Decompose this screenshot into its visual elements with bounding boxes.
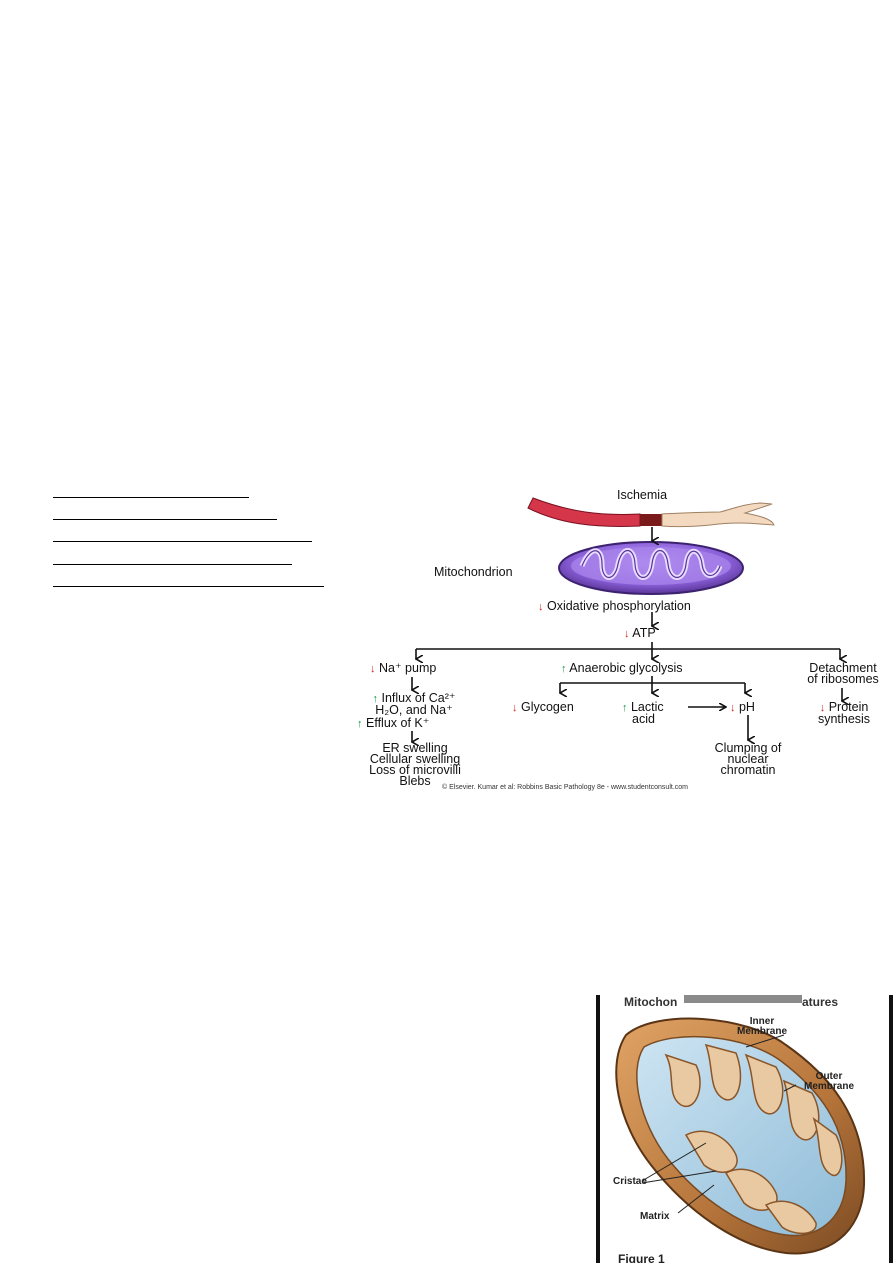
up-arrow-icon: ↑ [622,702,628,714]
label-er-line1: ER swelling [382,741,448,755]
figure-border-left [596,995,600,1263]
down-arrow-icon: ↓ [624,628,630,640]
label-clumping: Clumping of nuclear chromatin [690,741,806,777]
label-clump-line2: nuclear [727,752,769,766]
blood-vessel-image [527,497,775,528]
mitochondrion-cutaway-image [615,1017,866,1255]
down-arrow-icon: ↓ [512,702,518,714]
figure-caption: Figure 1 [618,1252,665,1263]
down-arrow-icon: ↓ [370,663,376,675]
label-er-swelling: ER swelling Cellular swelling Loss of mi… [345,741,485,788]
label-na-pump: ↓ Na⁺ pump [370,661,437,675]
label-er-line4: Blebs [399,774,431,788]
label-glycogen: ↓ Glycogen [512,700,574,714]
mitochondrion-structure-figure: Mitochon atures [596,995,893,1263]
label-influx: ↑ Influx of Ca²⁺ H₂O, and Na⁺ [354,691,474,717]
label-detachment-line1: Detachment [809,661,877,675]
label-efflux-text: Efflux of K⁺ [365,716,430,730]
up-arrow-icon: ↑ [357,718,363,730]
label-lactic-line2: acid [632,712,655,726]
copyright-caption: © Elsevier. Kumar et al: Robbins Basic P… [442,784,688,791]
label-influx-text: Influx of Ca²⁺ [381,691,456,705]
label-protein-text: Protein [828,700,869,714]
label-atp: ↓ ATP [624,626,656,640]
label-anaerobic-glycolysis: ↑ Anaerobic glycolysis [561,661,683,675]
label-clump-line3: chromatin [720,763,776,777]
label-matrix: Matrix [640,1211,670,1222]
label-outer-membrane: Outer Membrane [804,1072,854,1092]
blank-line-3 [53,541,312,542]
figure-title-overlay-bar [684,995,802,1003]
blank-line-4 [53,564,292,565]
label-cristae: Cristae [613,1176,647,1187]
label-clump-line1: Clumping of [714,741,782,755]
label-detachment: Detachment of ribosomes [792,661,893,686]
label-oxidative-text: Oxidative phosphorylation [546,599,691,613]
label-oxidative-phosphorylation: ↓ Oxidative phosphorylation [538,599,691,613]
down-arrow-icon: ↓ [730,702,736,714]
figure-border-right [889,995,893,1263]
label-er-line3: Loss of microvilli [369,763,461,777]
ischemia-flowchart: Ischemia Mitochondrion ↓ Oxidative phosp… [340,486,893,796]
blank-line-1 [53,497,249,498]
label-efflux: ↑ Efflux of K⁺ [357,716,430,730]
label-inner-line2: Membrane [737,1026,788,1037]
down-arrow-icon: ↓ [538,601,544,613]
blank-line-2 [53,519,277,520]
figure-title-right: atures [802,995,839,1009]
label-mitochondrion: Mitochondrion [434,565,513,579]
label-protein-synthesis: ↓ Protein synthesis [798,700,890,726]
label-ischemia: Ischemia [617,488,668,502]
label-outer-line1: Outer [815,1071,843,1082]
down-arrow-icon: ↓ [819,702,826,714]
label-er-line2: Cellular swelling [369,752,461,766]
up-arrow-icon: ↑ [372,693,379,705]
label-ph: ↓ pH [730,700,755,714]
label-atp-text: ATP [632,626,656,640]
label-inner-membrane: Inner Membrane [737,1017,787,1037]
label-detachment-line2: of ribosomes [807,672,879,686]
label-influx-line1: ↑ Influx of Ca²⁺ [354,691,474,705]
up-arrow-icon: ↑ [561,663,567,675]
label-protein-line2: synthesis [817,712,871,726]
figure-title-left: Mitochon [624,995,678,1009]
label-anaerobic-text: Anaerobic glycolysis [569,661,683,675]
label-glycogen-text: Glycogen [520,700,574,714]
label-inner-line1: Inner [749,1016,775,1027]
label-outer-line2: Membrane [804,1081,855,1092]
blank-line-5 [53,586,324,587]
label-na-pump-text: Na⁺ pump [378,661,437,675]
label-protein-line1: ↓ Protein [798,700,890,714]
label-lactic-acid: ↑ Lactic acid [622,700,664,726]
flowchart-graphics [340,497,893,796]
mitochondrion-image [558,541,744,595]
label-lactic-line1: ↑ Lactic [622,700,664,714]
label-influx-line2: H₂O, and Na⁺ [375,703,453,717]
label-ph-text: pH [738,700,755,714]
label-lactic-text: Lactic [630,700,664,714]
